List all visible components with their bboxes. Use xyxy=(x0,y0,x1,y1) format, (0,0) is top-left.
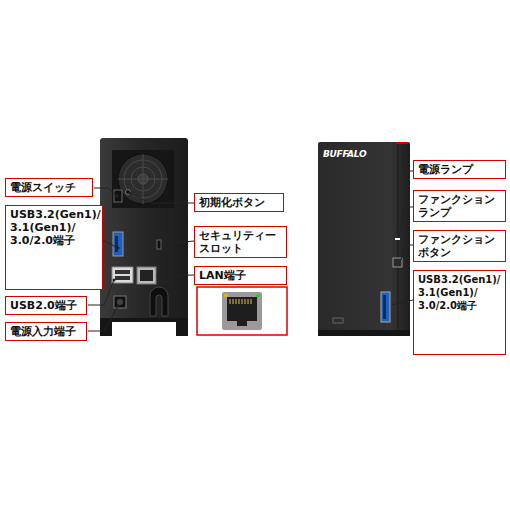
usb2-port xyxy=(115,270,130,274)
leader-dot xyxy=(162,243,165,246)
callout-box: USB3.2(Gen1)/ 3.1(Gen1)/ 3.0/2.0端子 xyxy=(413,270,506,355)
picture-frame xyxy=(197,287,287,335)
leader-dot xyxy=(157,275,160,278)
leader-line xyxy=(401,245,413,260)
callout-text: ファンクション ボタン xyxy=(418,233,501,259)
callout-box: 初期化ボタン xyxy=(194,193,284,212)
lan-port-picture xyxy=(222,292,262,330)
lan-port-picture xyxy=(197,287,287,335)
callout-box: USB3.2(Gen1)/ 3.1(Gen1)/ 3.0/2.0端子 xyxy=(5,205,103,290)
callout-box: セキュリティー スロット xyxy=(194,226,287,258)
callout-text: 電源ランプ xyxy=(418,163,501,176)
nas-foot xyxy=(318,330,410,336)
leader-line xyxy=(402,146,413,171)
nas-front-view xyxy=(318,142,410,336)
callout-text: 電源入力端子 xyxy=(10,325,82,338)
callout-text: 初期化ボタン xyxy=(199,196,279,209)
nas-body xyxy=(100,138,188,320)
leader-dot xyxy=(117,247,120,250)
leader-line xyxy=(158,275,194,276)
fan xyxy=(118,154,168,204)
leader-dot xyxy=(113,279,116,282)
leader-dot xyxy=(117,305,120,308)
lan-port-picture xyxy=(237,321,247,326)
lan-led xyxy=(256,294,260,297)
fan-grille xyxy=(143,154,144,204)
callout-box: 電源スイッチ xyxy=(5,178,93,197)
callout-box: USB2.0端子 xyxy=(5,296,87,315)
callout-text: セキュリティー スロット xyxy=(199,229,282,255)
power-lamp xyxy=(396,142,408,144)
power-input xyxy=(117,299,123,305)
leader-line xyxy=(392,300,413,305)
leader-dot xyxy=(116,195,119,198)
callout-box: 電源入力端子 xyxy=(5,322,87,341)
callout-text: USB2.0端子 xyxy=(10,299,82,312)
reset-button xyxy=(126,190,131,195)
leader-line xyxy=(103,240,118,248)
function-button xyxy=(393,258,402,267)
model-badge xyxy=(333,318,343,323)
power-switch xyxy=(114,190,122,202)
leader-dot xyxy=(129,192,132,195)
usb2-port xyxy=(115,276,130,280)
callout-text: 電源スイッチ xyxy=(10,181,88,194)
brand-logo: BUFFALO xyxy=(323,149,366,160)
callout-text: LAN端子 xyxy=(199,269,282,282)
leader-line xyxy=(130,193,194,203)
cable-hook xyxy=(150,287,168,316)
nas-rear-view xyxy=(100,138,188,336)
leader-line xyxy=(94,188,117,196)
lan-led xyxy=(224,294,228,297)
usb3-port xyxy=(381,292,390,322)
security-slot xyxy=(157,240,161,249)
usb3-port xyxy=(115,236,118,252)
usb3-port xyxy=(383,295,386,319)
callout-text: USB3.2(Gen1)/ 3.1(Gen1)/ 3.0/2.0端子 xyxy=(418,273,501,312)
callout-text: ファンクション ランプ xyxy=(418,193,501,219)
function-lamp xyxy=(395,238,400,240)
lan-port-picture xyxy=(227,297,257,321)
callout-box: ファンクション ボタン xyxy=(413,230,506,262)
lan-contacts xyxy=(230,299,251,304)
callout-box: 電源ランプ xyxy=(413,160,506,179)
leader-line xyxy=(163,241,194,244)
callout-box: LAN端子 xyxy=(194,266,287,285)
lan-port xyxy=(137,267,156,284)
usb3-port xyxy=(113,232,123,256)
lan-port xyxy=(140,270,153,281)
callout-text: USB3.2(Gen1)/ 3.1(Gen1)/ 3.0/2.0端子 xyxy=(10,208,98,247)
callout-box: ファンクション ランプ xyxy=(413,190,506,222)
nas-foot xyxy=(100,318,188,336)
power-input xyxy=(114,296,126,308)
leader-line xyxy=(88,306,118,331)
leader-line xyxy=(399,207,413,238)
leader-lines xyxy=(88,146,413,331)
leader-dots xyxy=(113,192,165,308)
usb2-port xyxy=(112,267,133,283)
